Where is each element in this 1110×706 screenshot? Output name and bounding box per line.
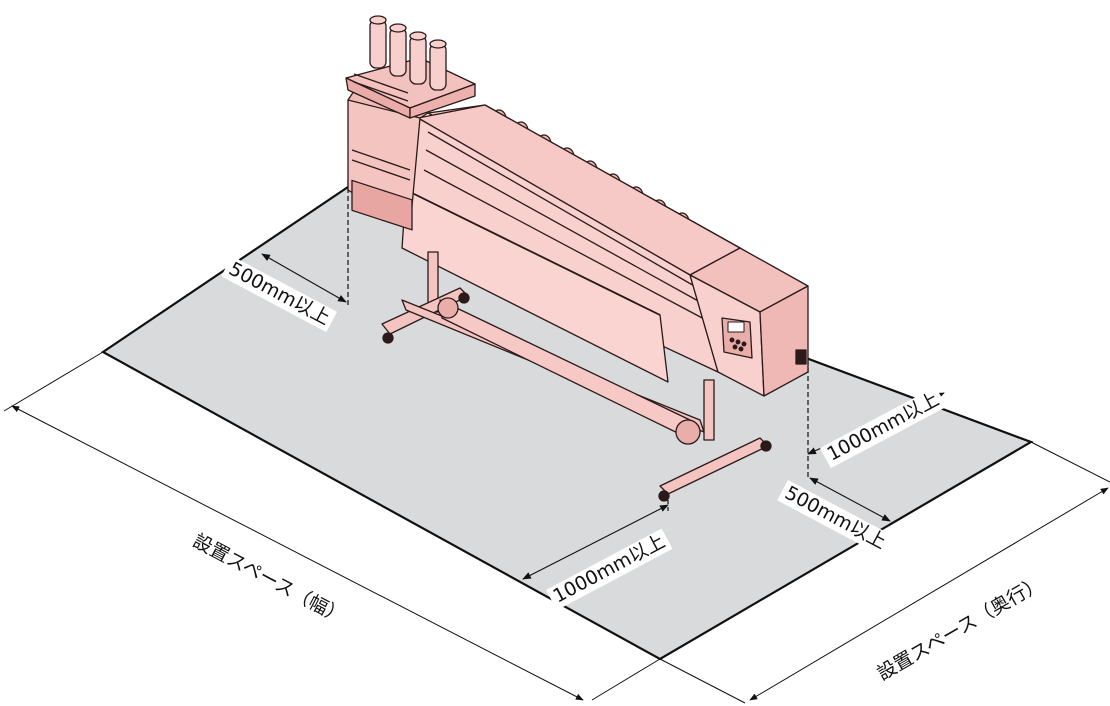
- width-extension-left: [3, 351, 104, 412]
- depth-dimension-line: [749, 487, 1109, 701]
- front-clearance-arrow: [522, 504, 669, 580]
- cartridge-slots: [351, 179, 413, 231]
- right-side-clearance-arrow: [809, 477, 891, 522]
- left-clearance-arrow: [261, 253, 347, 303]
- printer-illustration: [345, 15, 809, 502]
- width-dimension-line: [11, 405, 584, 701]
- depth-extension-right: [1030, 441, 1110, 483]
- ink-tanks: [369, 15, 447, 91]
- depth-extension-front: [659, 658, 746, 704]
- width-extension-right: [591, 658, 661, 701]
